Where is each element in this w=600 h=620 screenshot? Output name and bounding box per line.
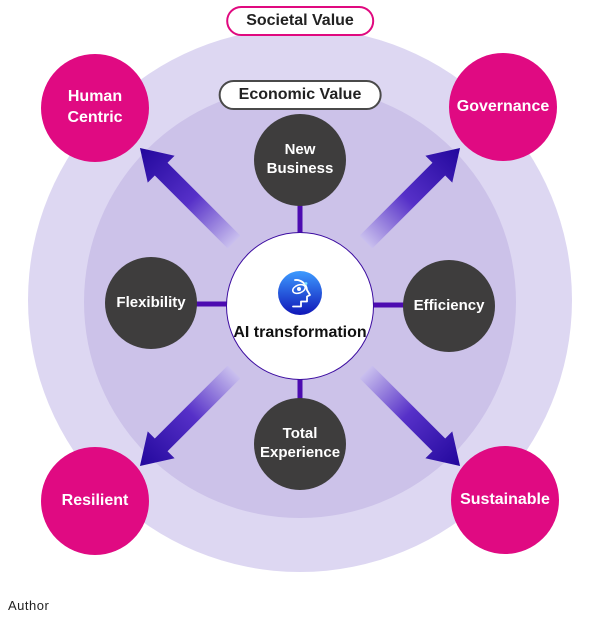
center-hub-label: AI transformation <box>233 324 367 342</box>
node-governance: Governance <box>449 53 557 161</box>
arrow-top-right <box>359 147 461 249</box>
node-human-centric: Human Centric <box>41 54 149 162</box>
societal-value-pill: Societal Value <box>226 6 374 36</box>
arrow-bottom-right <box>359 365 461 467</box>
node-resilient: Resilient <box>41 447 149 555</box>
economic-value-pill: Economic Value <box>218 80 382 110</box>
ai-head-icon <box>278 271 322 316</box>
societal-value-label: Societal Value <box>246 12 354 29</box>
center-hub: AI transformation <box>226 232 374 380</box>
node-flexibility: Flexibility <box>105 257 197 349</box>
node-total-experience: Total Experience <box>254 398 346 490</box>
node-sustainable: Sustainable <box>451 446 559 554</box>
arrow-bottom-left <box>139 365 241 467</box>
node-new-business-label: New Business <box>266 141 334 177</box>
economic-value-label: Economic Value <box>238 86 362 103</box>
node-new-business: New Business <box>254 114 346 206</box>
arrow-top-left <box>139 147 241 249</box>
node-efficiency: Efficiency <box>403 260 495 352</box>
node-total-experience-label: Total Experience <box>259 425 341 461</box>
node-efficiency-label: Efficiency <box>413 296 485 314</box>
node-governance-label: Governance <box>456 97 550 115</box>
node-sustainable-label: Sustainable <box>460 490 550 508</box>
node-resilient-label: Resilient <box>61 491 129 509</box>
node-human-centric-label: Human Centric <box>67 88 123 126</box>
node-flexibility-label: Flexibility <box>116 293 186 311</box>
author-credit: Author <box>8 598 50 613</box>
